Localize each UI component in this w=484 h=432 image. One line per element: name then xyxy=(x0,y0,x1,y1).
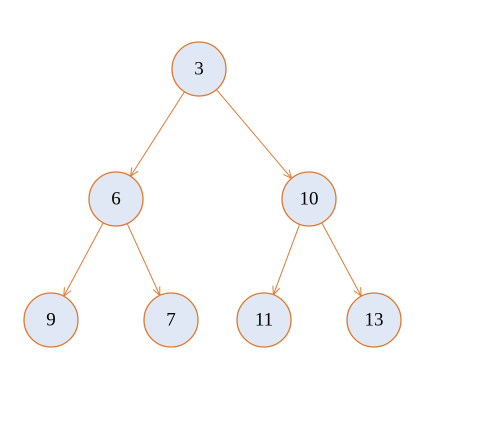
tree-node-13: 13 xyxy=(346,292,402,348)
node-label: 10 xyxy=(300,189,319,210)
edges-layer xyxy=(63,89,362,298)
node-circle xyxy=(281,171,337,227)
node-label: 11 xyxy=(255,310,273,331)
tree-node-7: 7 xyxy=(143,292,199,348)
edge-n3-n10 xyxy=(216,89,292,179)
node-label: 9 xyxy=(46,310,56,331)
tree-node-6: 6 xyxy=(88,171,144,227)
node-label: 13 xyxy=(365,310,384,331)
edge-n6-n7 xyxy=(126,223,161,296)
arrowhead-n3-n6 xyxy=(129,167,139,178)
nodes-layer: 3 6 10 9 7 11 13 xyxy=(23,41,402,348)
node-circle xyxy=(236,292,292,348)
tree-node-9: 9 xyxy=(23,292,79,348)
node-label: 6 xyxy=(111,189,121,210)
tree-node-11: 11 xyxy=(236,292,292,348)
edge-n3-n6 xyxy=(130,91,185,177)
tree-node-3: 3 xyxy=(171,41,227,97)
node-circle xyxy=(88,171,144,227)
node-circle xyxy=(346,292,402,348)
node-circle xyxy=(23,292,79,348)
node-label: 7 xyxy=(166,310,176,331)
tree-node-10: 10 xyxy=(281,171,337,227)
edge-n10-n13 xyxy=(321,222,362,297)
edge-n6-n9 xyxy=(63,222,104,297)
node-circle xyxy=(143,292,199,348)
edge-n10-n11 xyxy=(272,224,301,295)
node-circle xyxy=(171,41,227,97)
node-label: 3 xyxy=(194,59,204,80)
